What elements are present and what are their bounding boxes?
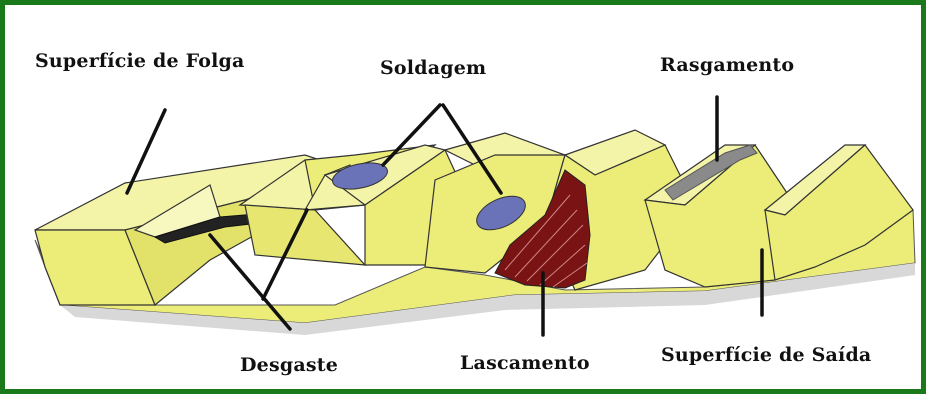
label-rasgamento: Rasgamento: [660, 54, 794, 76]
label-desgaste: Desgaste: [240, 354, 338, 376]
label-superficie-folga: Superfície de Folga: [35, 50, 245, 72]
label-superficie-saida: Superfície de Saída: [661, 344, 871, 366]
label-lascamento: Lascamento: [460, 352, 590, 374]
label-soldagem: Soldagem: [380, 57, 486, 79]
